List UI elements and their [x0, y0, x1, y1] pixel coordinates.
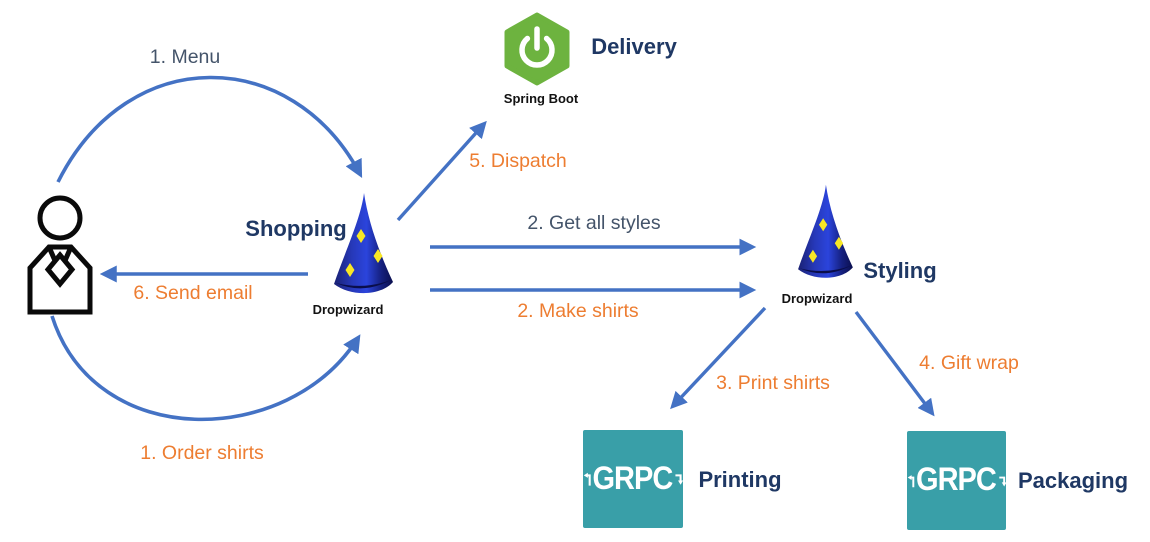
- grpc-icon-printing: GRPC: [583, 430, 683, 528]
- service-label-packaging: Packaging: [1017, 468, 1129, 493]
- arrow-dispatch: [396, 120, 487, 222]
- arrow-order-shirts: [50, 315, 361, 422]
- grpc-right-hook-icon: [675, 474, 683, 485]
- flow-label-send-email: 6. Send email: [133, 282, 253, 304]
- grpc-left-hook-icon: [583, 472, 591, 486]
- flow-label-get-all-styles: 2. Get all styles: [527, 212, 661, 234]
- arrow-menu: [56, 75, 363, 183]
- service-label-printing: Printing: [698, 467, 782, 492]
- service-label-shopping: Shopping: [245, 216, 347, 241]
- flow-label-print-shirts: 3. Print shirts: [716, 372, 830, 394]
- platform-label-dropwizard-shopping: Dropwizard: [312, 302, 384, 317]
- arrow-print-shirts: [670, 306, 767, 410]
- flow-label-gift-wrap: 4. Gift wrap: [919, 352, 1019, 374]
- dropwizard-hat-icon-styling: [798, 184, 853, 278]
- grpc-left-hook-icon: [907, 474, 915, 487]
- flow-label-menu: 1. Menu: [149, 46, 221, 68]
- flow-label-dispatch: 5. Dispatch: [469, 150, 567, 172]
- flow-label-order-shirts: 1. Order shirts: [140, 442, 264, 464]
- arrow-gift-wrap: [854, 310, 935, 417]
- service-label-styling: Styling: [863, 258, 937, 283]
- spring-boot-icon: [504, 12, 570, 86]
- platform-label-spring-boot: Spring Boot: [503, 91, 579, 106]
- customer-icon: [27, 195, 93, 315]
- service-label-delivery: Delivery: [591, 34, 677, 59]
- grpc-logo-text: GRPC: [916, 462, 997, 498]
- dropwizard-hat-icon-shopping: [334, 193, 393, 294]
- grpc-icon-packaging: GRPC: [907, 431, 1006, 530]
- flow-label-make-shirts: 2. Make shirts: [517, 300, 639, 322]
- platform-label-dropwizard-styling: Dropwizard: [781, 291, 853, 306]
- grpc-right-hook-icon: [999, 476, 1006, 486]
- grpc-logo-text: GRPC: [592, 460, 674, 497]
